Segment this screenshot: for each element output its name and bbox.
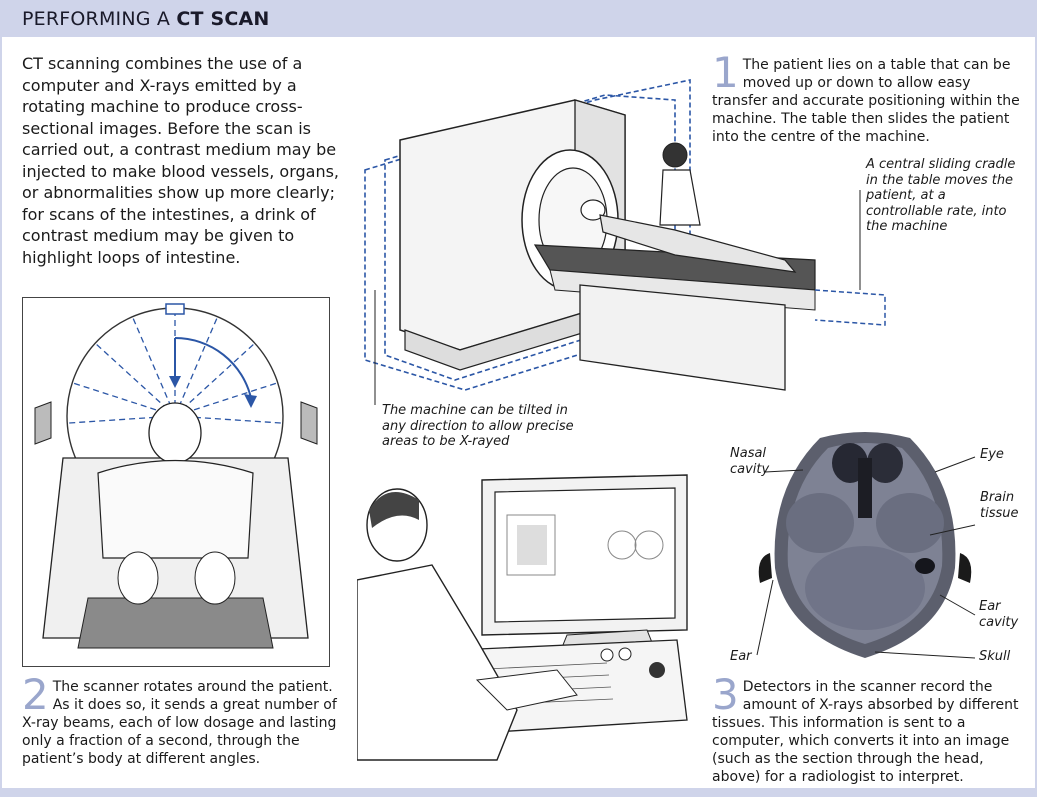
radiologist-illustration	[357, 474, 688, 761]
title-bold: CT SCAN	[176, 8, 270, 30]
rotation-panel	[22, 297, 330, 667]
step-2-text: The scanner rotates around the patient. …	[22, 679, 337, 767]
footer-bar	[0, 788, 1037, 797]
step-1: 1 The patient lies on a table that can b…	[712, 48, 1022, 146]
step-2: 2 The scanner rotates around the patient…	[22, 670, 337, 768]
title-prefix: PERFORMING A	[22, 8, 171, 30]
header-bar: PERFORMING A CT SCAN	[0, 0, 1037, 37]
cradle-note: A central sliding cradle in the table mo…	[866, 157, 1016, 234]
intro-text: CT scanning combines the use of a comput…	[22, 54, 340, 267]
label-brain-tissue: Brain tissue	[980, 490, 1019, 521]
label-skull: Skull	[979, 649, 1011, 664]
tilt-note: The machine can be tilted in any directi…	[382, 403, 574, 449]
frame-right	[1035, 37, 1037, 797]
label-ear: Ear	[730, 649, 752, 664]
label-ear-cavity: Ear cavity	[979, 599, 1019, 630]
ct-scanner-illustration	[364, 79, 886, 405]
scan-leader-lines	[756, 456, 976, 659]
step-2-number: 2	[22, 670, 49, 719]
step-3-number: 3	[712, 670, 739, 719]
label-eye: Eye	[980, 447, 1004, 462]
step-3-text: Detectors in the scanner record the amou…	[712, 679, 1019, 785]
frame-left	[0, 37, 2, 797]
rotation-illustration	[34, 303, 318, 649]
label-nasal-cavity: Nasal cavity	[730, 446, 770, 477]
step-1-number: 1	[712, 48, 739, 97]
step-3: 3 Detectors in the scanner record the am…	[712, 670, 1022, 786]
page-title: PERFORMING A CT SCAN	[22, 8, 270, 30]
ct-head-scan	[750, 428, 980, 663]
step-1-text: The patient lies on a table that can be …	[712, 57, 1020, 145]
